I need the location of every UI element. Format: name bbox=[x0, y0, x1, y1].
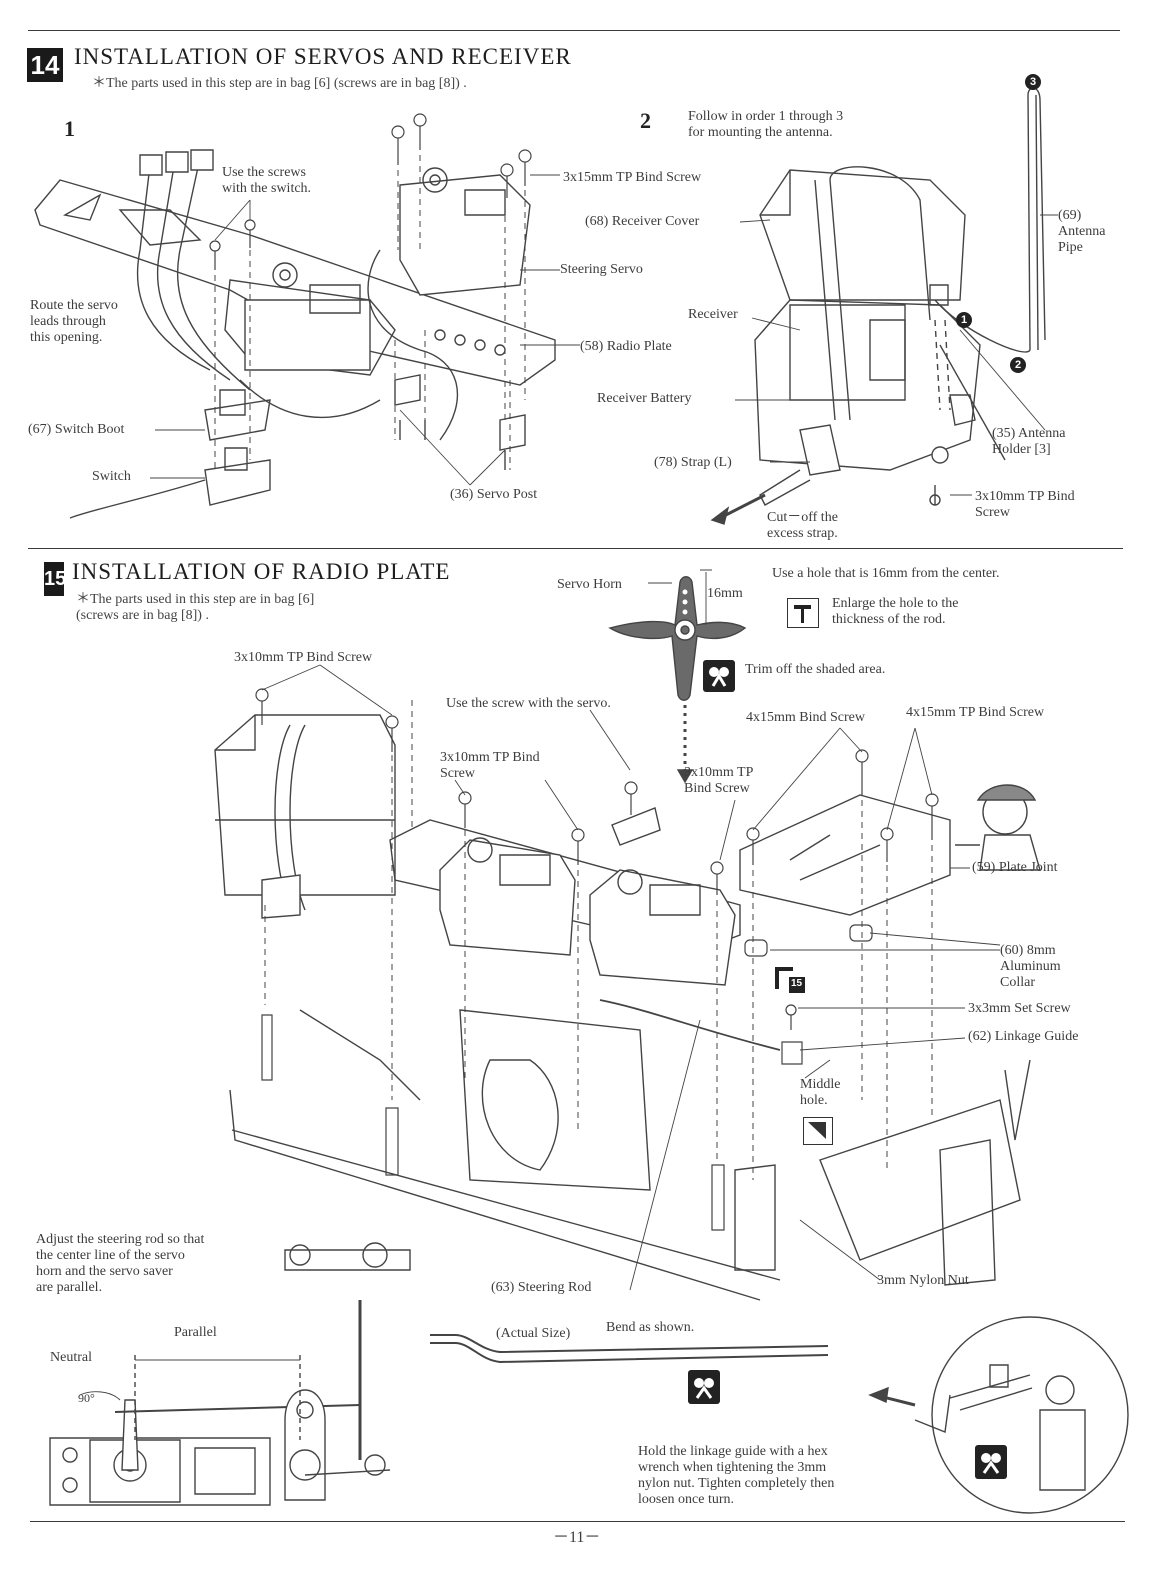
cross-ref-icon bbox=[803, 1117, 833, 1145]
step-14-note: ＊The parts used in this step are in bag … bbox=[92, 76, 467, 91]
switch-boot-label: (67) Switch Boot bbox=[28, 422, 125, 437]
callout-3: 3 bbox=[1025, 74, 1041, 90]
antenna-drawing bbox=[930, 88, 1045, 505]
tp-bind-3x10-top-label: 3x10mm TP Bind Screw bbox=[234, 650, 373, 665]
chassis-15 bbox=[230, 1000, 1030, 1300]
antenna-order-label: Follow in order 1 through 3 for mounting… bbox=[688, 109, 844, 140]
strap-label: (78) Strap (L) bbox=[654, 455, 732, 470]
cut-off-label: Cut－off the excess strap. bbox=[767, 510, 838, 541]
callout-1: 1 bbox=[956, 312, 972, 328]
callout-1-text: 1 bbox=[960, 314, 968, 326]
use-screw-servo-label: Use the screw with the servo. bbox=[446, 696, 611, 711]
step-15-note: ＊The parts used in this step are in bag … bbox=[76, 592, 315, 623]
use-hole-label: Use a hole that is 16mm from the center. bbox=[772, 566, 1000, 581]
bend-label: Bend as shown. bbox=[606, 1320, 695, 1335]
tp-bind-3x10-label-a: 3x10mm TP Bind Screw bbox=[975, 489, 1075, 520]
hold-guide-label: Hold the linkage guide with a hex wrench… bbox=[638, 1444, 835, 1507]
callout-3-text: 3 bbox=[1029, 76, 1037, 88]
callout-2: 2 bbox=[1010, 357, 1026, 373]
bottom-rule bbox=[30, 1521, 1125, 1522]
trim-label: Trim off the shaded area. bbox=[745, 662, 886, 677]
step-14-title: INSTALLATION OF SERVOS AND RECEIVER bbox=[74, 44, 572, 69]
mm16-label: 16mm bbox=[707, 586, 743, 601]
radio-plate-drawing bbox=[35, 180, 555, 385]
dash-lines-15 bbox=[265, 700, 932, 1180]
section-divider bbox=[28, 548, 1123, 549]
servo-horn-label: Servo Horn bbox=[557, 577, 622, 592]
tp-bind-3x10-right-label: 3x10mm TP Bind Screw bbox=[684, 765, 754, 796]
collar-label: (60) 8mm Aluminum Collar bbox=[1000, 943, 1061, 990]
servo-post-label: (36) Servo Post bbox=[450, 487, 538, 502]
top-rule bbox=[28, 30, 1120, 31]
antenna-pipe-label: (69) Antenna Pipe bbox=[1058, 208, 1106, 255]
servos-15 bbox=[440, 808, 735, 985]
tp-bind-4x15-label: 4x15mm TP Bind Screw bbox=[906, 705, 1045, 720]
enlarge-hole-label: Enlarge the hole to the thickness of the… bbox=[832, 596, 959, 627]
screws-panel1 bbox=[210, 114, 531, 470]
subpanel-1-label: 1 bbox=[64, 116, 75, 141]
page-number: －11－ bbox=[553, 1529, 601, 1546]
parallel-label: Parallel bbox=[174, 1325, 217, 1340]
drill-tool-icon bbox=[787, 598, 819, 628]
deg90-label: 90° bbox=[78, 1391, 95, 1405]
tp-bind-3x15-label: 3x15mm TP Bind Screw bbox=[563, 170, 702, 185]
step-15-title: INSTALLATION OF RADIO PLATE bbox=[72, 559, 451, 584]
middle-hole-label: Middle hole. bbox=[800, 1077, 841, 1108]
receiver-on-plate bbox=[215, 715, 395, 918]
step-15-badge: 15 bbox=[44, 562, 64, 596]
receiver-label: Receiver bbox=[688, 307, 738, 322]
hex-wrench-detail bbox=[870, 1317, 1128, 1513]
actual-size-label: (Actual Size) bbox=[496, 1326, 571, 1341]
receiver-battery-label: Receiver Battery bbox=[597, 391, 692, 406]
pliers-icon bbox=[688, 1370, 720, 1404]
adjust-rod-label: Adjust the steering rod so that the cent… bbox=[36, 1232, 205, 1295]
switch-label: Switch bbox=[92, 469, 131, 484]
neutral-label: Neutral bbox=[50, 1350, 92, 1365]
plate-joint-label: (59) Plate Joint bbox=[972, 860, 1058, 875]
steering-servo-label: Steering Servo bbox=[560, 262, 643, 277]
switch-and-posts bbox=[70, 375, 525, 518]
tool-15-text: 15 bbox=[791, 978, 803, 989]
servo-drawing-1 bbox=[225, 263, 395, 375]
hex-wrench-icon bbox=[975, 1445, 1007, 1479]
servo-drawing-2 bbox=[368, 168, 530, 440]
antenna-holder-label: (35) Antenna Holder [3] bbox=[992, 426, 1066, 457]
receiver-drawing bbox=[712, 167, 1005, 524]
steering-rod-label: (63) Steering Rod bbox=[491, 1280, 592, 1295]
radio-plate-label: (58) Radio Plate bbox=[580, 339, 672, 354]
nylon-nut-label: 3mm Nylon Nut bbox=[877, 1273, 969, 1288]
bind-4x15-label: 4x15mm Bind Screw bbox=[746, 710, 865, 725]
receiver-cover-label: (68) Receiver Cover bbox=[585, 214, 700, 229]
neutral-parallel-diagram bbox=[50, 1243, 410, 1505]
radio-plate-15 bbox=[390, 795, 950, 950]
set-screw-label: 3x3mm Set Screw bbox=[968, 1001, 1071, 1016]
route-leads-label: Route the servo leads through this openi… bbox=[30, 298, 118, 345]
step-14-badge: 14 bbox=[27, 48, 63, 82]
linkage-guide-label: (62) Linkage Guide bbox=[968, 1029, 1079, 1044]
tp-bind-3x10-mid-label: 3x10mm TP Bind Screw bbox=[440, 750, 540, 781]
hex-wrench-15-icon: 15 bbox=[773, 963, 807, 995]
steering-rod-actual-size bbox=[430, 1335, 828, 1362]
callout-2-text: 2 bbox=[1014, 359, 1022, 371]
servo-horn-detail bbox=[610, 570, 745, 782]
leaders-15 bbox=[262, 665, 1000, 1290]
screws-15 bbox=[256, 689, 938, 1230]
use-screws-switch-label: Use the screws with the switch. bbox=[222, 165, 312, 196]
servo-leads bbox=[138, 150, 380, 417]
mascot-figure bbox=[955, 785, 1040, 870]
subpanel-2-label: 2 bbox=[640, 108, 651, 133]
cutter-tool-icon bbox=[703, 660, 735, 692]
